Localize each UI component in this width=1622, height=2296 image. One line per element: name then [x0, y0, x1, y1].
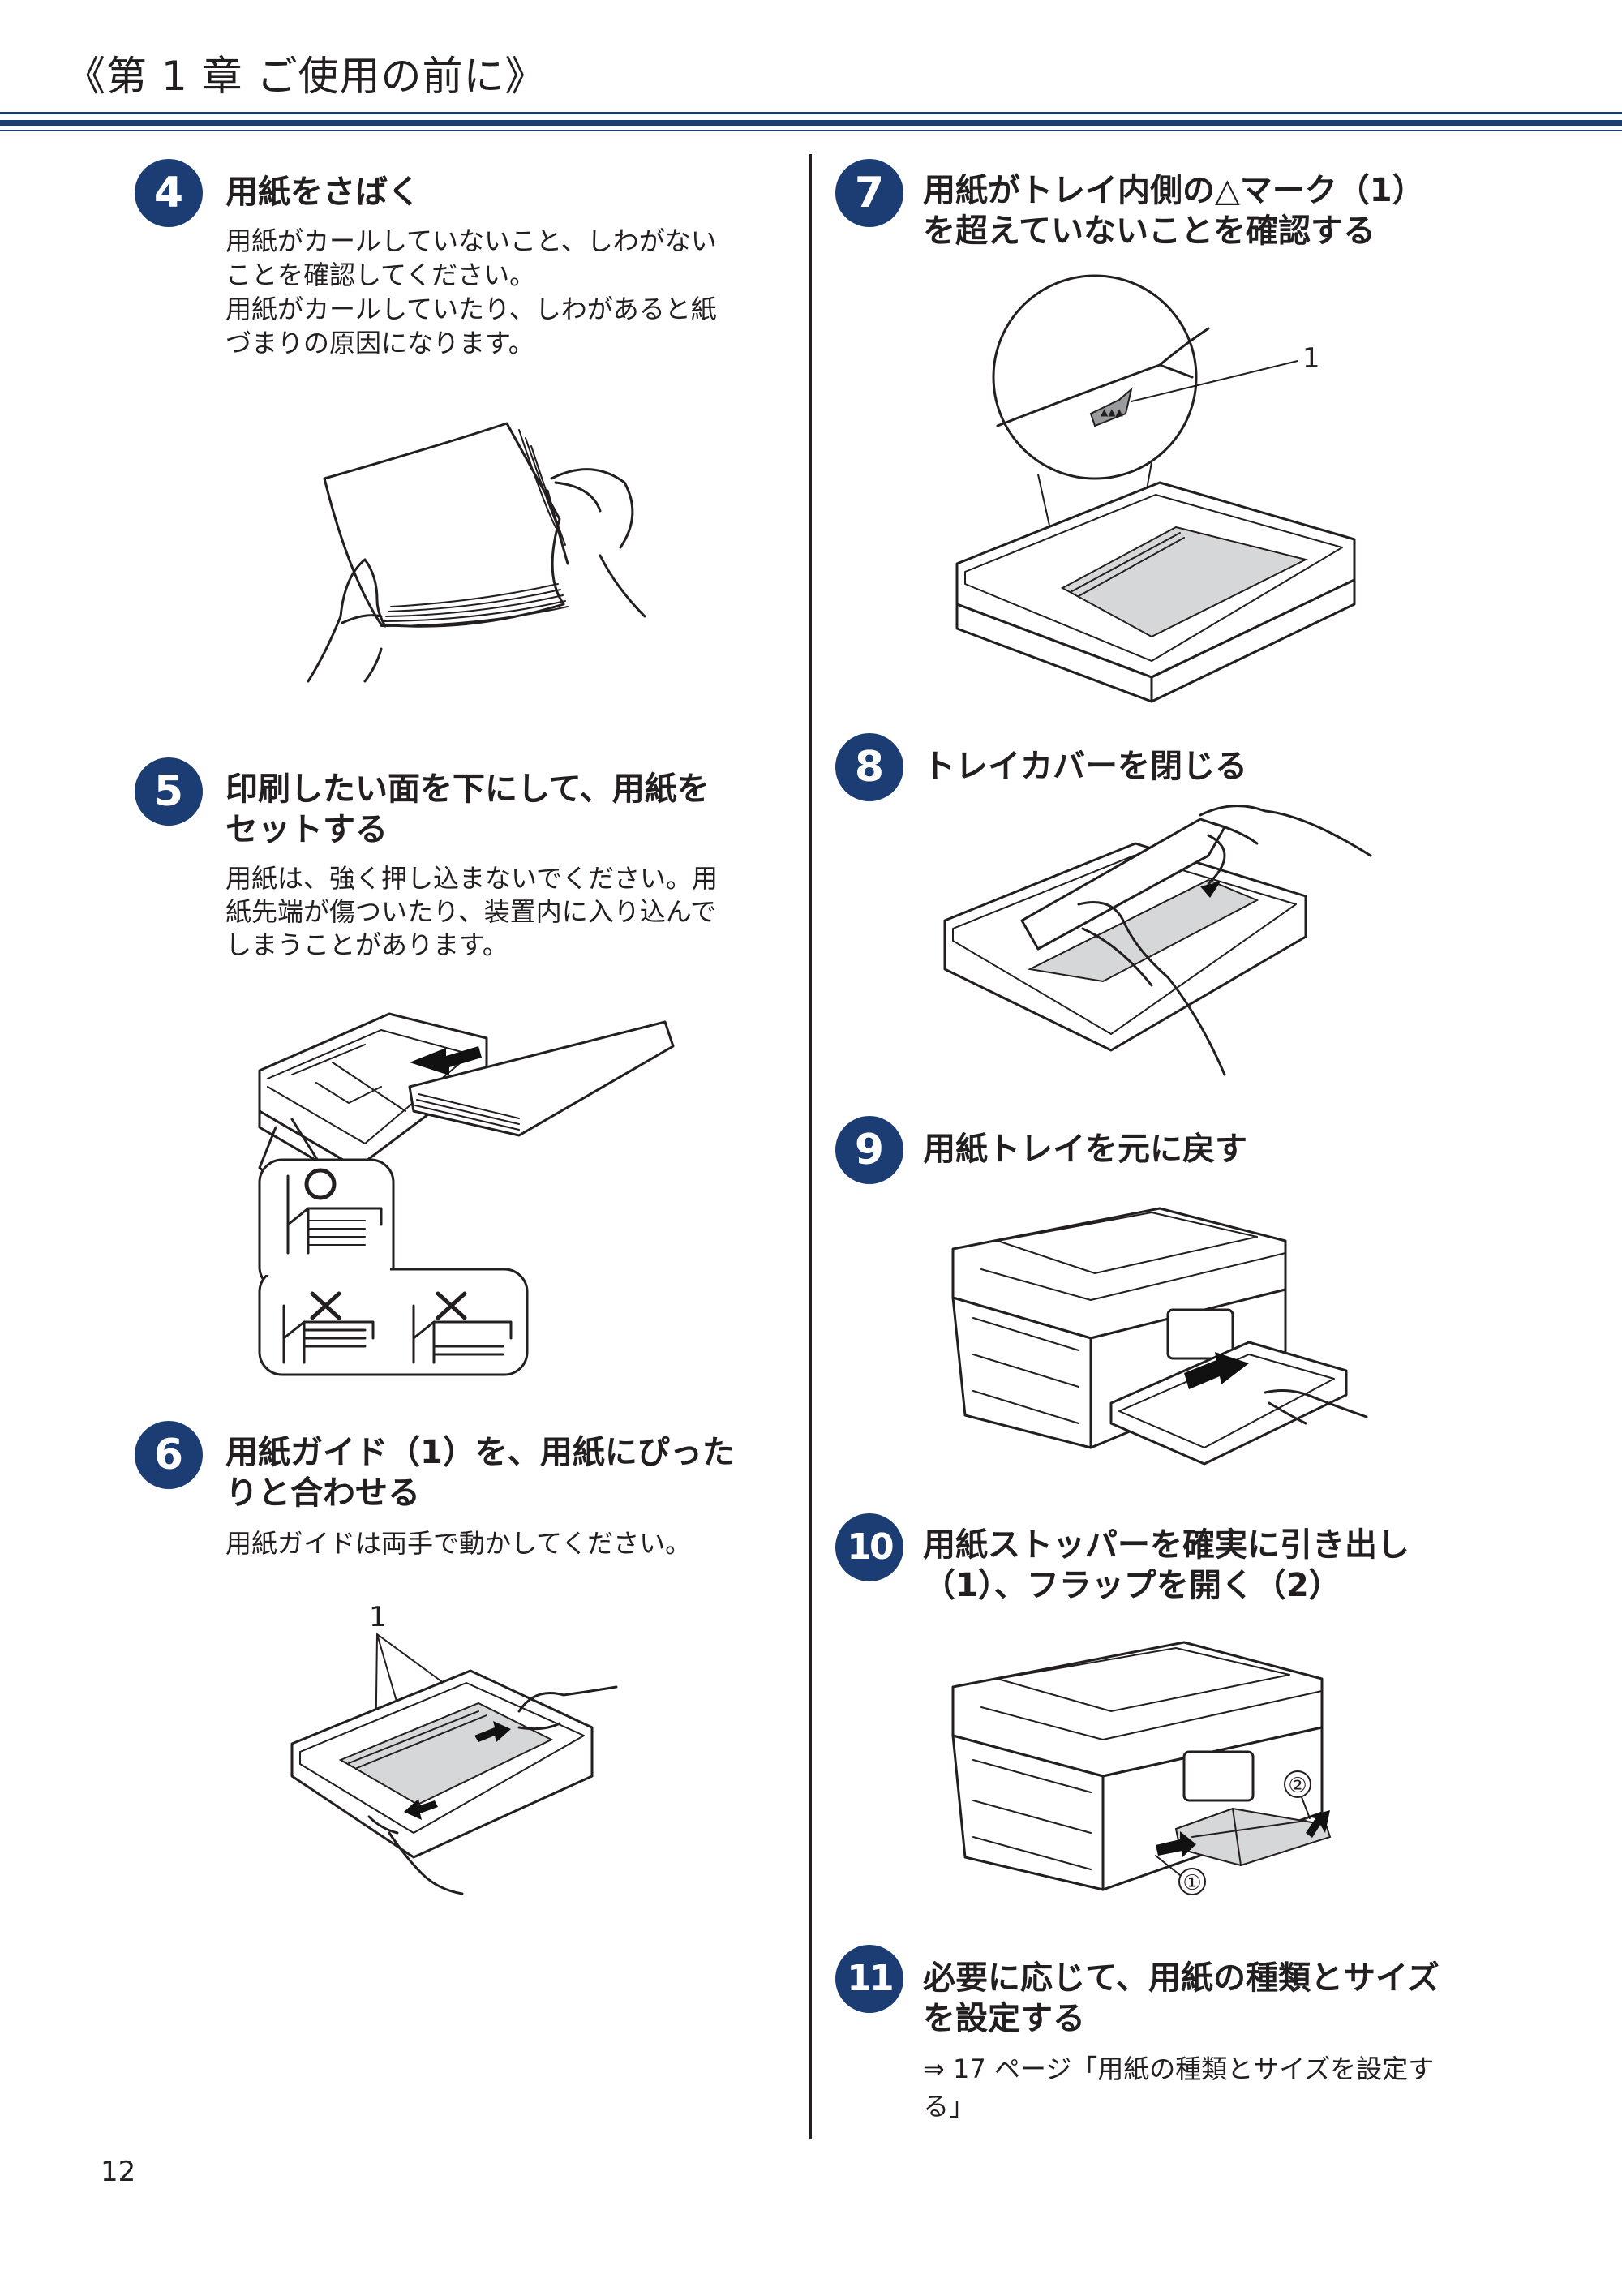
header-rule-thin-2: [0, 130, 1622, 131]
insert-paper-tray-illustration: [951, 1207, 1368, 1466]
step-5-badge: 5: [135, 757, 203, 826]
step-9-badge: 9: [835, 1116, 903, 1184]
step-5-body-line-3: しまうことがあります。: [225, 929, 508, 960]
load-paper-tray-illustration: [258, 1012, 675, 1376]
step-4-badge: 4: [135, 159, 203, 227]
step-11-reference-link-cont[interactable]: る」: [923, 2091, 976, 2122]
step-5-title-line-1: 印刷したい面を下にして、用紙を: [225, 770, 710, 808]
step-7-title-line-1: 用紙がトレイ内側の△マーク（1）: [923, 172, 1425, 209]
step-5-title-line-2: セットする: [225, 811, 388, 848]
step-4-body-line-2: ことを確認してください。: [225, 260, 536, 290]
step-8-title: トレイカバーを閉じる: [923, 748, 1247, 785]
callout-circled-1: ①: [1182, 1871, 1201, 1895]
step-8-badge: 8: [835, 733, 903, 801]
step-4-body-line-3: 用紙がカールしていたり、しわがあると紙: [225, 294, 717, 324]
max-paper-mark-illustration: ▲▲▲ 1: [955, 274, 1356, 703]
step-9-title: 用紙トレイを元に戻す: [923, 1131, 1247, 1168]
step-5-body-line-1: 用紙は、強く押し込まないでください。用: [225, 863, 719, 894]
fanning-paper-illustration: [307, 422, 646, 683]
page-number: 12: [101, 2156, 136, 2188]
step-7-badge: 7: [835, 159, 903, 227]
adjust-paper-guide-illustration: 1: [290, 1601, 618, 1895]
step-10-badge: 10: [835, 1513, 903, 1581]
close-tray-cover-illustration: [943, 805, 1372, 1076]
step-11-title-line-1: 必要に応じて、用紙の種類とサイズ: [923, 1959, 1440, 1997]
step-4-body-line-1: 用紙がカールしていないこと、しわがない: [225, 225, 717, 256]
chapter-title: 《第 1 章 ご使用の前に》: [65, 53, 547, 100]
step-6-badge: 6: [135, 1421, 203, 1489]
step-11-badge: 11: [835, 1945, 903, 2013]
step-11-title-line-2: を設定する: [923, 2000, 1085, 2037]
pull-out-paper-support-illustration: ① ②: [951, 1641, 1332, 1895]
step-10-title-line-1: 用紙ストッパーを確実に引き出し: [923, 1526, 1410, 1564]
step-6-body-line-1: 用紙ガイドは両手で動かしてください。: [225, 1528, 692, 1559]
callout-circled-2: ②: [1288, 1774, 1307, 1798]
step-11-reference-link[interactable]: ⇒ 17 ページ「用紙の種類とサイズを設定す: [923, 2054, 1435, 2084]
svg-text:▲▲▲: ▲▲▲: [1101, 406, 1123, 418]
callout-1-label-step7: 1: [1302, 342, 1320, 375]
column-divider: [809, 154, 812, 2139]
header-rule-thick: [0, 120, 1622, 126]
step-6-title-line-1: 用紙ガイド（1）を、用紙にぴった: [225, 1434, 735, 1471]
step-5-body-line-2: 紙先端が傷ついたり、装置内に入り込んで: [225, 896, 717, 927]
step-10-title-line-2: （1）、フラップを開く（2）: [923, 1567, 1341, 1604]
step-6-title-line-2: りと合わせる: [225, 1474, 420, 1512]
step-7-title-line-2: を超えていないことを確認する: [923, 212, 1375, 250]
step-4-body-line-4: づまりの原因になります。: [225, 328, 534, 358]
step-4-title: 用紙をさばく: [225, 174, 420, 211]
header-rule-thin: [0, 112, 1622, 114]
callout-1-label: 1: [369, 1601, 387, 1633]
